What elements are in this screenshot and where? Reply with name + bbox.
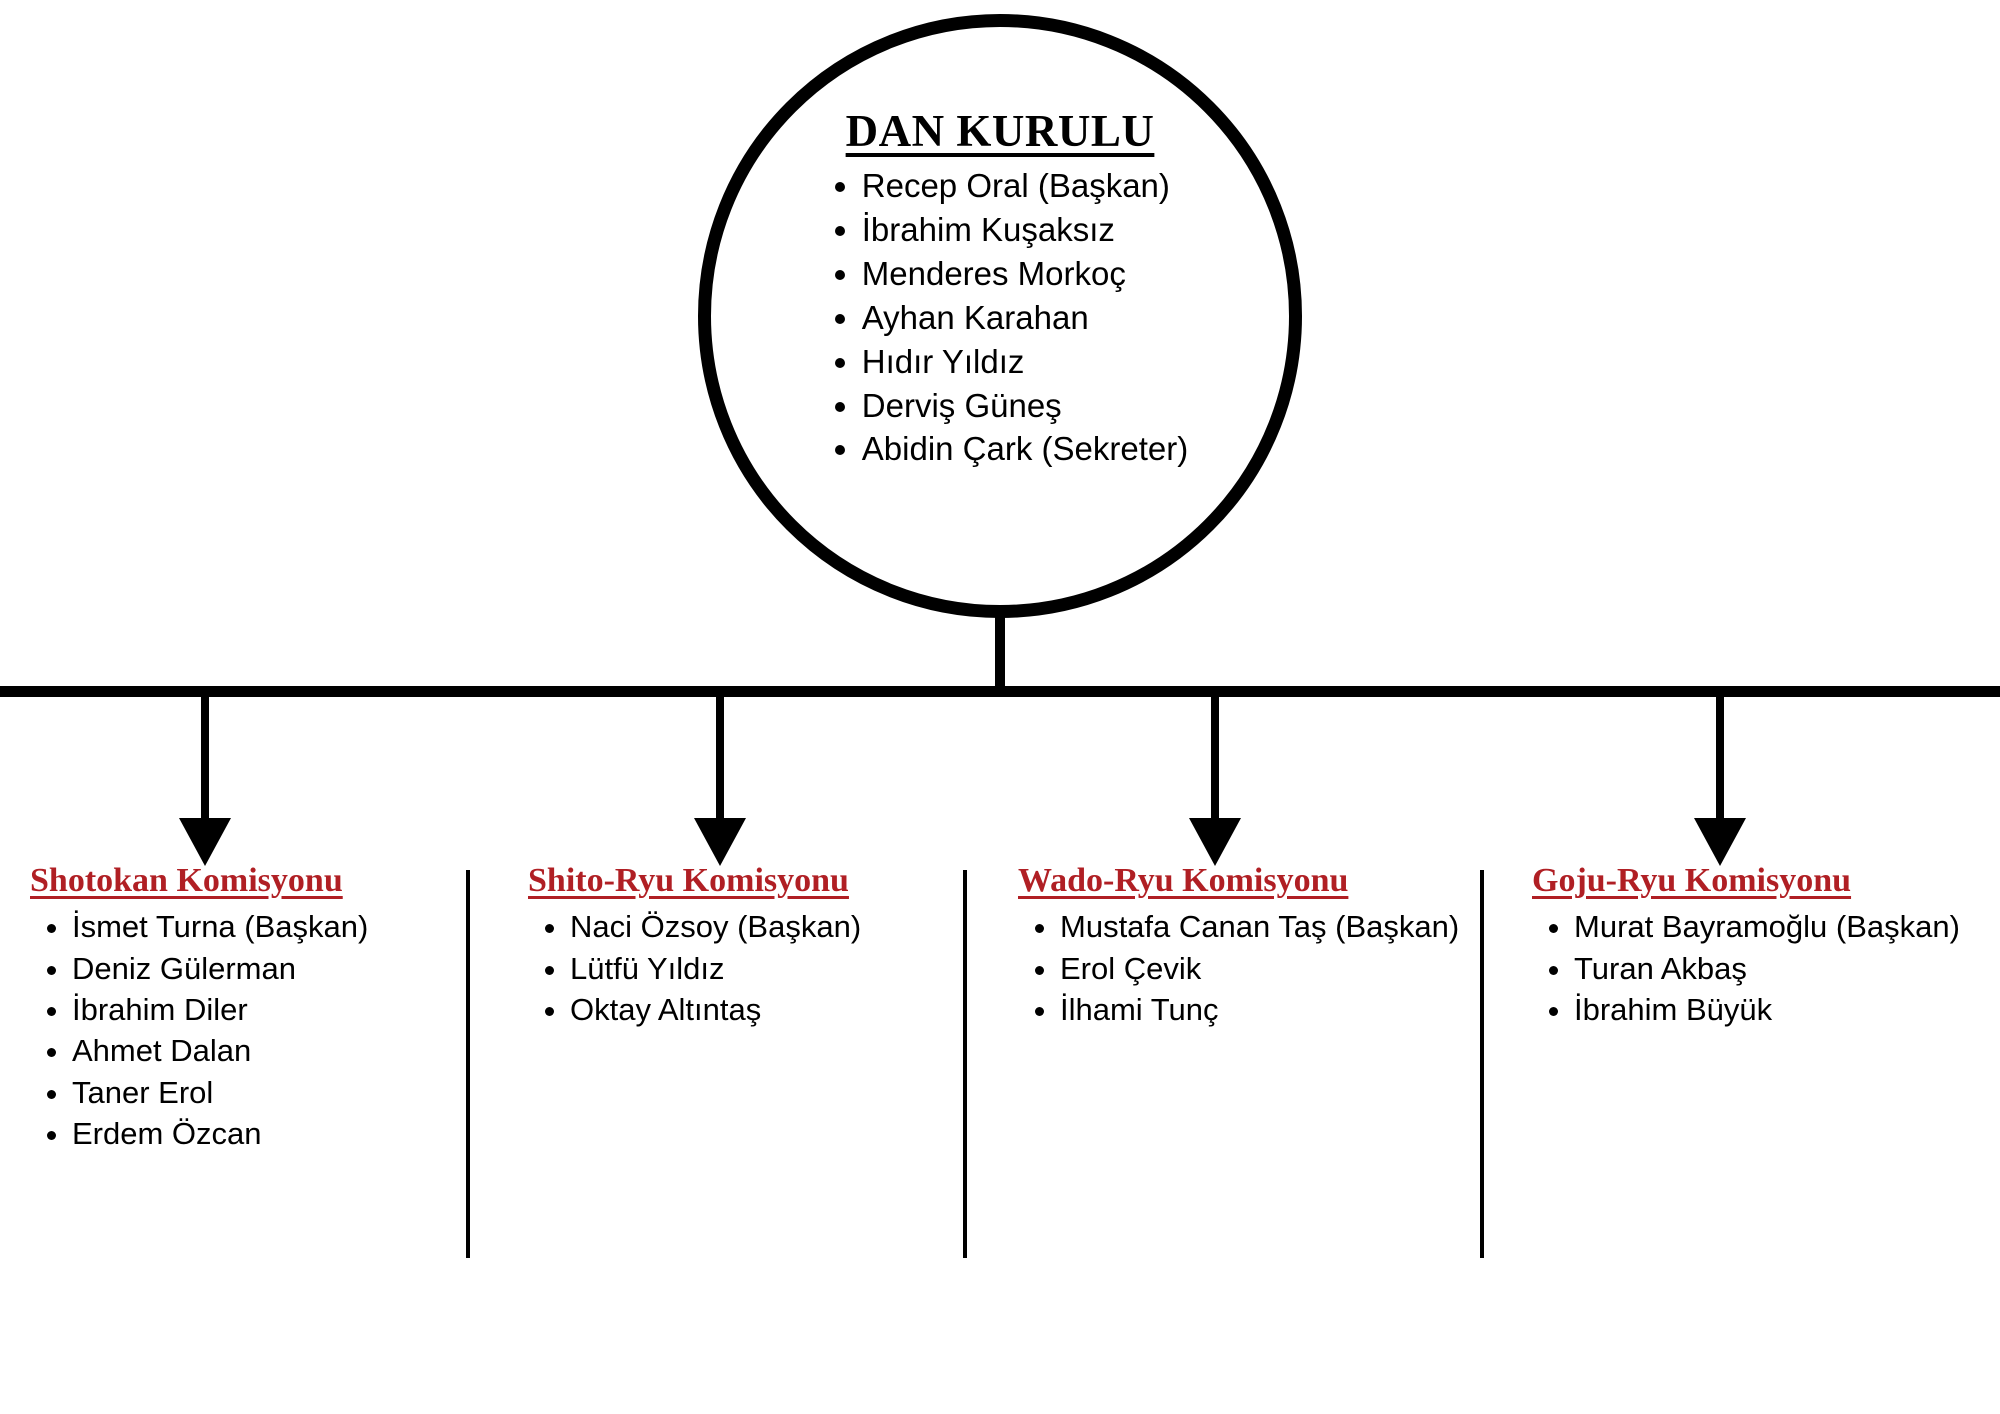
column-divider-2 — [963, 870, 967, 1258]
connector-stem — [995, 612, 1005, 692]
list-item: Erol Çevik — [1060, 949, 1459, 989]
committee-member-list: Murat Bayramoğlu (Başkan) Turan Akbaş İb… — [1532, 907, 1960, 1030]
list-item: İbrahim Büyük — [1574, 990, 1960, 1030]
list-item: İbrahim Diler — [72, 990, 368, 1030]
committee-shotokan: Shotokan Komisyonu İsmet Turna (Başkan) … — [30, 862, 368, 1155]
connector-drop-2 — [716, 694, 724, 854]
list-item: Mustafa Canan Taş (Başkan) — [1060, 907, 1459, 947]
connector-horizontal-bus — [0, 686, 2000, 697]
list-item: Ahmet Dalan — [72, 1031, 368, 1071]
list-item: Menderes Morkoç — [862, 254, 1188, 295]
board-node-circle: DAN KURULU Recep Oral (Başkan) İbrahim K… — [698, 14, 1302, 618]
arrow-down-icon-4 — [1694, 818, 1746, 866]
list-item: Taner Erol — [72, 1073, 368, 1113]
arrow-down-icon-2 — [694, 818, 746, 866]
committee-title: Shotokan Komisyonu — [30, 862, 343, 899]
connector-drop-3 — [1211, 694, 1219, 854]
committee-wado-ryu: Wado-Ryu Komisyonu Mustafa Canan Taş (Ba… — [1018, 862, 1459, 1031]
arrow-down-icon-1 — [179, 818, 231, 866]
column-divider-3 — [1480, 870, 1484, 1258]
list-item: İsmet Turna (Başkan) — [72, 907, 368, 947]
column-divider-1 — [466, 870, 470, 1258]
committee-member-list: İsmet Turna (Başkan) Deniz Gülerman İbra… — [30, 907, 368, 1154]
committee-member-list: Naci Özsoy (Başkan) Lütfü Yıldız Oktay A… — [528, 907, 861, 1030]
committee-shito-ryu: Shito-Ryu Komisyonu Naci Özsoy (Başkan) … — [528, 862, 861, 1031]
board-title: DAN KURULU — [845, 106, 1155, 156]
committee-member-list: Mustafa Canan Taş (Başkan) Erol Çevik İl… — [1018, 907, 1459, 1030]
list-item: İlhami Tunç — [1060, 990, 1459, 1030]
board-member-list: Recep Oral (Başkan) İbrahim Kuşaksız Men… — [812, 166, 1188, 473]
list-item: Lütfü Yıldız — [570, 949, 861, 989]
list-item: Murat Bayramoğlu (Başkan) — [1574, 907, 1960, 947]
list-item: İbrahim Kuşaksız — [862, 210, 1188, 251]
list-item: Deniz Gülerman — [72, 949, 368, 989]
arrow-down-icon-3 — [1189, 818, 1241, 866]
list-item: Recep Oral (Başkan) — [862, 166, 1188, 207]
list-item: Erdem Özcan — [72, 1114, 368, 1154]
list-item: Hıdır Yıldız — [862, 342, 1188, 383]
committee-title: Wado-Ryu Komisyonu — [1018, 862, 1349, 899]
committee-title: Shito-Ryu Komisyonu — [528, 862, 849, 899]
list-item: Naci Özsoy (Başkan) — [570, 907, 861, 947]
connector-drop-4 — [1716, 694, 1724, 854]
list-item: Oktay Altıntaş — [570, 990, 861, 1030]
committee-title: Goju-Ryu Komisyonu — [1532, 862, 1852, 899]
connector-drop-1 — [201, 694, 209, 854]
list-item: Turan Akbaş — [1574, 949, 1960, 989]
list-item: Ayhan Karahan — [862, 298, 1188, 339]
committee-goju-ryu: Goju-Ryu Komisyonu Murat Bayramoğlu (Baş… — [1532, 862, 1960, 1031]
list-item: Derviş Güneş — [862, 386, 1188, 427]
list-item: Abidin Çark (Sekreter) — [862, 429, 1188, 470]
